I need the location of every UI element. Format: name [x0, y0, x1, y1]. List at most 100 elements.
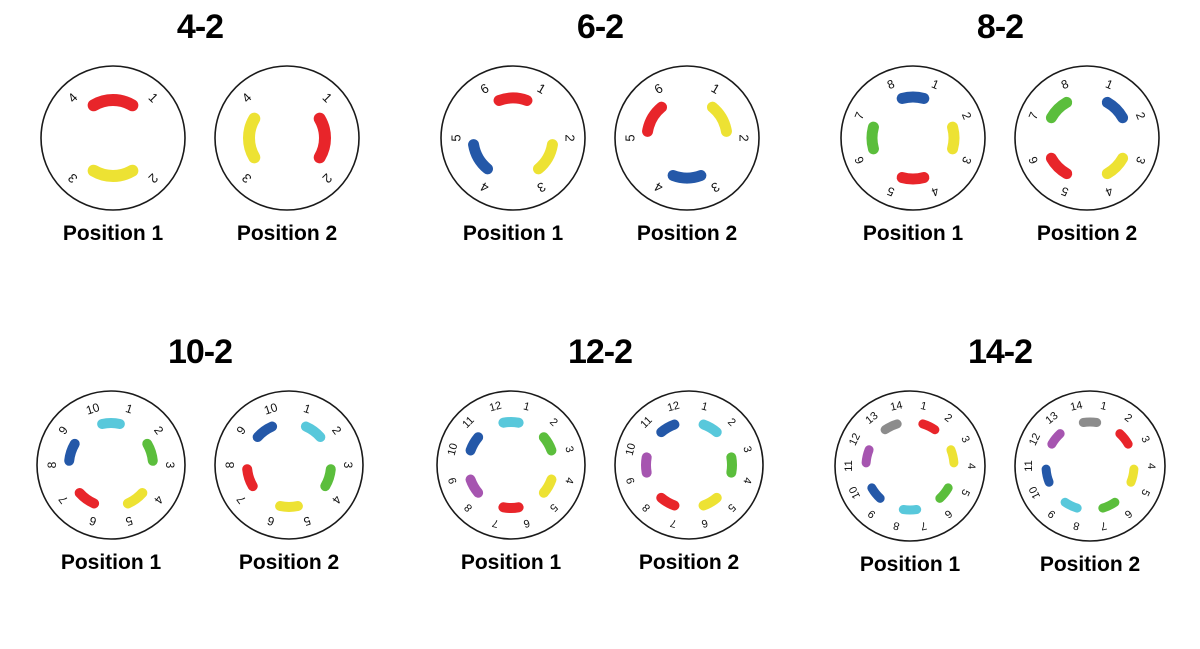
cyan-arc[interactable] — [300, 421, 326, 442]
green-arc[interactable] — [538, 431, 557, 455]
yellow-arc[interactable] — [122, 487, 148, 508]
purple-arc[interactable] — [465, 474, 484, 498]
yellow-arc[interactable] — [1101, 152, 1129, 180]
blue-arc[interactable] — [1041, 464, 1054, 487]
dial-outline-circle — [36, 389, 186, 540]
cyan-arc[interactable] — [698, 419, 722, 437]
purple-arc[interactable] — [1047, 428, 1065, 449]
red-arc[interactable] — [74, 487, 100, 508]
blue-arc[interactable] — [468, 139, 493, 175]
red-arc[interactable] — [1045, 152, 1073, 180]
dial-number-7: 7 — [919, 518, 928, 531]
dial-number-3: 3 — [341, 461, 355, 468]
yellow-arc[interactable] — [698, 492, 722, 510]
blue-arc[interactable] — [465, 431, 484, 455]
cyan-arc[interactable] — [498, 416, 524, 428]
dial-outline-circle — [834, 389, 986, 542]
yellow-arc[interactable] — [946, 444, 959, 467]
blue-arc[interactable] — [64, 438, 80, 466]
red-arc[interactable] — [642, 101, 667, 137]
position-label: Position 1 — [460, 550, 562, 574]
dial-number-6: 6 — [700, 516, 709, 529]
blue-arc[interactable] — [252, 421, 278, 442]
gray-arc[interactable] — [1078, 417, 1102, 427]
green-arc[interactable] — [726, 451, 737, 478]
position-label: Position 2 — [1036, 222, 1138, 245]
dial-number-6: 6 — [522, 516, 531, 529]
gray-arc[interactable] — [880, 418, 902, 434]
dial-outline-circle — [614, 389, 764, 540]
yellow-arc[interactable] — [947, 121, 960, 155]
dial-number-3: 3 — [163, 461, 177, 468]
cyan-arc[interactable] — [97, 417, 125, 429]
blue-arc[interactable] — [656, 419, 680, 437]
red-arc[interactable] — [1115, 428, 1133, 449]
panel-title: 4-2 — [176, 8, 224, 46]
position-label: Position 1 — [859, 552, 961, 576]
cyan-arc[interactable] — [1060, 497, 1082, 513]
dial-number-7: 7 — [491, 516, 500, 529]
dial-number-12: 12 — [847, 431, 863, 447]
green-arc[interactable] — [1045, 96, 1073, 124]
dial-number-10: 10 — [624, 442, 639, 457]
blue-arc[interactable] — [896, 91, 930, 104]
red-arc[interactable] — [242, 463, 258, 491]
red-arc[interactable] — [918, 418, 940, 434]
yellow-arc[interactable] — [533, 139, 558, 175]
purple-arc[interactable] — [641, 451, 652, 478]
yellow-arc[interactable] — [87, 164, 139, 182]
green-arc[interactable] — [1098, 497, 1120, 513]
dial-number-4: 4 — [1103, 184, 1115, 200]
red-arc[interactable] — [493, 92, 533, 107]
red-arc[interactable] — [313, 112, 331, 164]
dial-number-13: 13 — [863, 409, 880, 426]
red-arc[interactable] — [87, 94, 139, 112]
yellow-arc[interactable] — [243, 112, 261, 164]
dial-number-2: 2 — [737, 134, 752, 141]
position-label: Position 1 — [60, 550, 162, 574]
dial-number-1: 1 — [522, 400, 531, 413]
dial-number-2: 2 — [1133, 110, 1149, 122]
yellow-arc[interactable] — [538, 474, 557, 498]
green-arc[interactable] — [142, 438, 158, 466]
dial-number-9: 9 — [624, 476, 637, 485]
dial-number-12: 12 — [488, 399, 503, 414]
dial-number-2: 2 — [563, 134, 578, 141]
dial-number-5: 5 — [124, 513, 135, 528]
purple-arc[interactable] — [861, 444, 874, 467]
red-arc[interactable] — [656, 492, 680, 510]
green-arc[interactable] — [935, 482, 953, 503]
dial-number-1: 1 — [1099, 399, 1108, 412]
blue-arc[interactable] — [1101, 96, 1129, 124]
green-arc[interactable] — [866, 121, 879, 155]
dial-number-5: 5 — [449, 134, 464, 141]
red-arc[interactable] — [498, 501, 524, 513]
blue-arc[interactable] — [867, 482, 885, 503]
blue-arc[interactable] — [667, 169, 707, 184]
dial-number-1: 1 — [124, 401, 135, 416]
dial-number-6: 6 — [87, 513, 98, 528]
dial-number-5: 5 — [958, 487, 971, 498]
red-arc[interactable] — [896, 172, 930, 185]
green-arc[interactable] — [320, 463, 336, 491]
yellow-arc[interactable] — [275, 500, 303, 512]
yellow-arc[interactable] — [707, 101, 732, 137]
yellow-arc[interactable] — [1126, 464, 1139, 487]
cyan-arc[interactable] — [898, 504, 922, 514]
